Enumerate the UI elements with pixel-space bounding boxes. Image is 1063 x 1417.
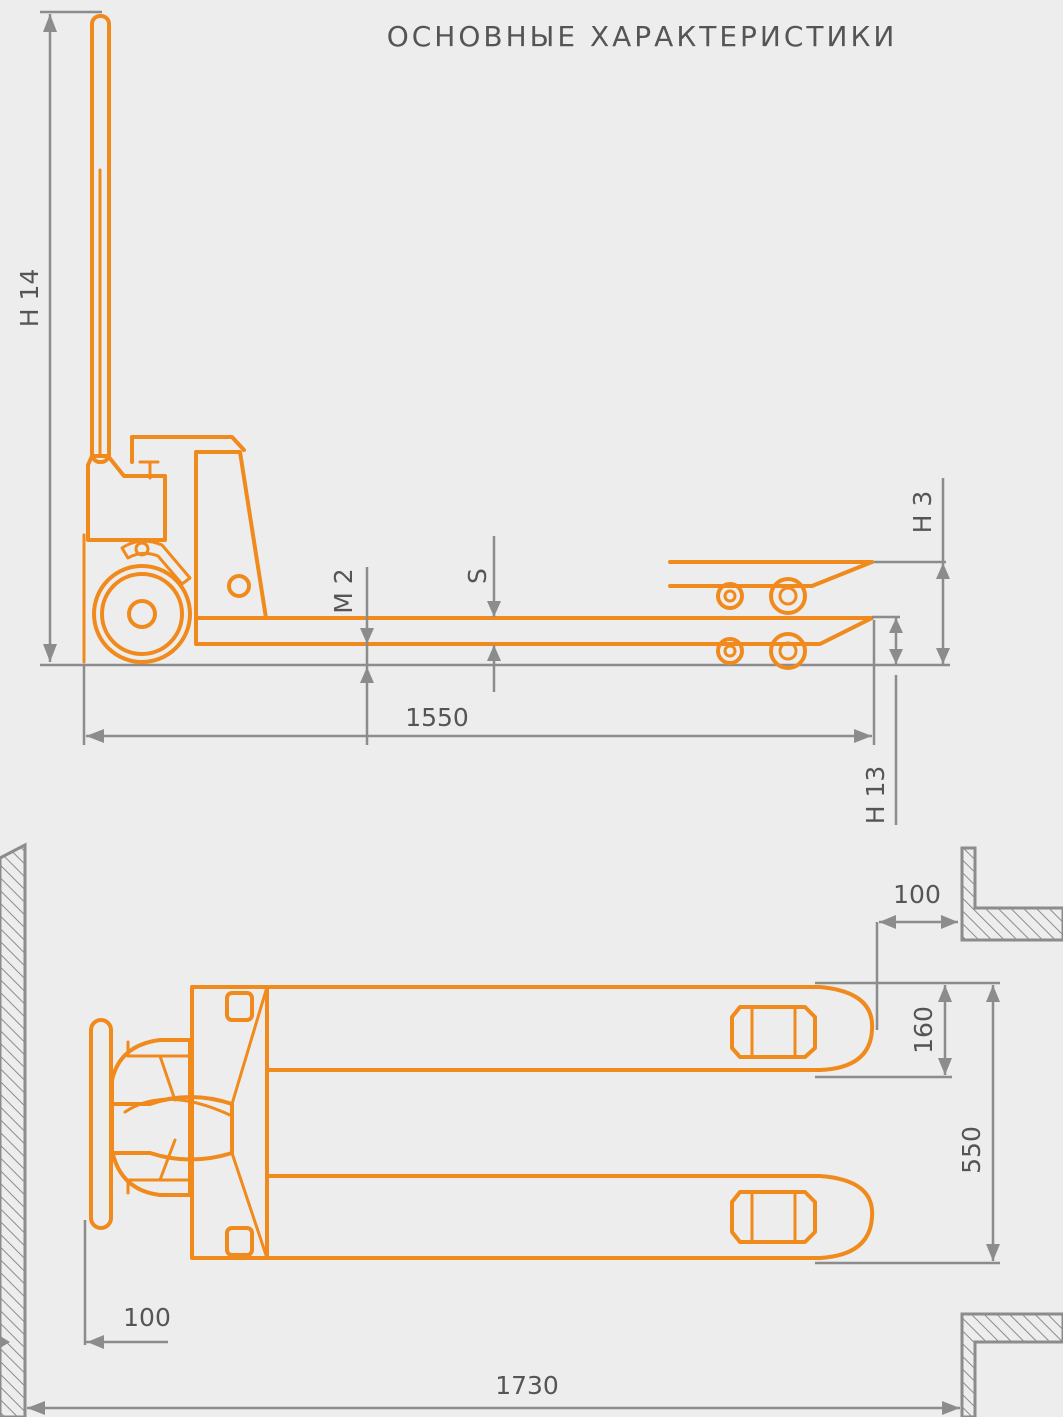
chassis (194, 450, 268, 620)
m2-dimension (360, 567, 374, 745)
top-chassis (190, 985, 269, 1260)
load-rollers (716, 577, 807, 670)
fork-bottom (265, 1174, 875, 1260)
total-length-dimension (27, 1401, 960, 1415)
fork-width-dimension (815, 981, 1000, 1079)
fork-width-label: 160 (909, 1006, 938, 1054)
h13-label: H 13 (861, 766, 890, 825)
top-view: 100 160 550 100 (0, 842, 1063, 1417)
rear-gap-label: 100 (123, 1303, 171, 1332)
wall-corner-bottom (960, 1312, 1063, 1417)
pump-body (110, 1038, 234, 1197)
h3-label: H 3 (908, 491, 937, 534)
h14-dimension (40, 10, 102, 662)
h3-dimension (874, 478, 950, 665)
wall-gap-label: 100 (893, 880, 941, 909)
handle-bar (89, 1018, 113, 1230)
wall-corner-top (960, 846, 1063, 942)
wall-gap-dimension (875, 915, 958, 1030)
side-view: H 14 (15, 10, 950, 825)
m2-label: M 2 (329, 568, 358, 613)
s-label: S (463, 568, 492, 584)
tiller-handle (90, 14, 111, 464)
total-width-dimension (815, 985, 1000, 1265)
rear-gap-dimension (0, 1220, 168, 1349)
fork-lowered (194, 616, 874, 646)
fork-raised (668, 560, 874, 588)
steering-wheel (82, 533, 192, 664)
h14-label: H 14 (15, 269, 44, 328)
total-width-label: 550 (957, 1126, 986, 1174)
page-title: ОСНОВНЫЕ ХАРАКТЕРИСТИКИ (387, 20, 898, 53)
left-wall (0, 842, 27, 1417)
h13-dimension (872, 615, 903, 825)
fork-top (265, 985, 875, 1072)
s-dimension (487, 536, 501, 692)
total-length-label: 1730 (495, 1371, 559, 1400)
fork-rollers (730, 1005, 817, 1244)
length-1550-dimension (82, 620, 876, 745)
pump-unit (86, 435, 246, 586)
length-1550-label: 1550 (405, 703, 469, 732)
